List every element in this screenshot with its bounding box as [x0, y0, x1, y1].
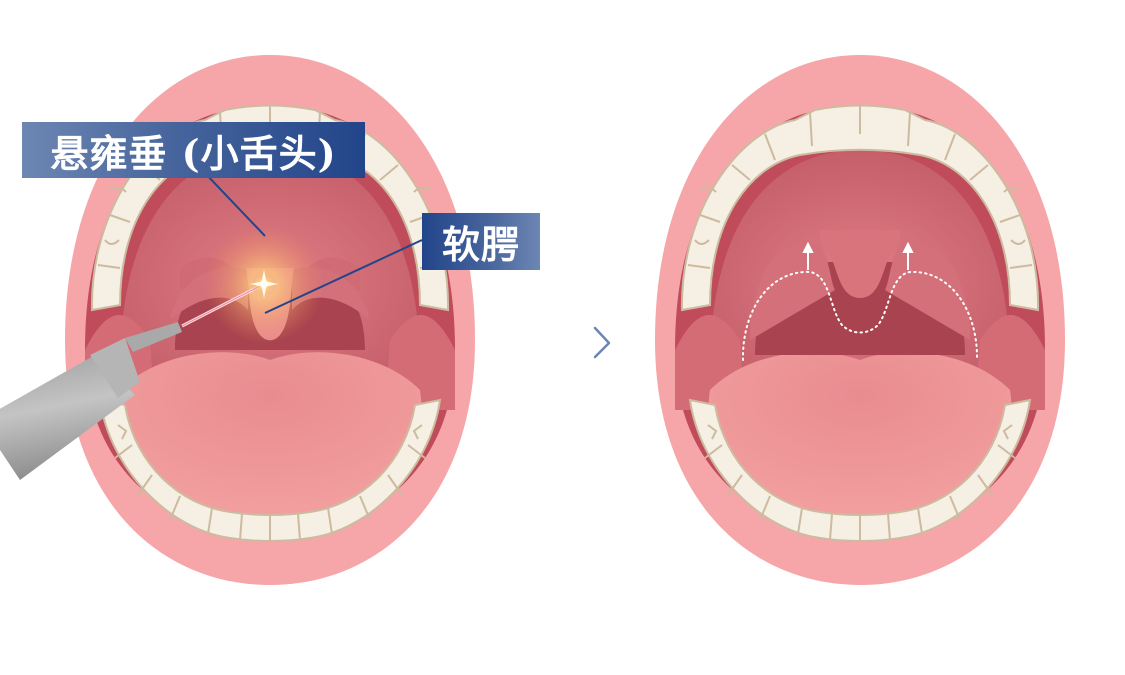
before-mouth-illustration — [65, 55, 475, 585]
soft-palate-label: 软腭 — [422, 213, 540, 270]
right-arrow-icon — [515, 326, 611, 359]
after-mouth-illustration — [655, 55, 1065, 585]
original-palate-outline — [741, 270, 979, 361]
laser-probe — [0, 283, 263, 480]
uvula-label: 悬雍垂 (小舌头) — [22, 122, 365, 178]
laser-spark-icon — [250, 270, 278, 298]
lift-arrow-icon — [802, 241, 914, 270]
soft-palate-leader-line — [264, 239, 423, 314]
shortened-uvula — [820, 230, 900, 298]
